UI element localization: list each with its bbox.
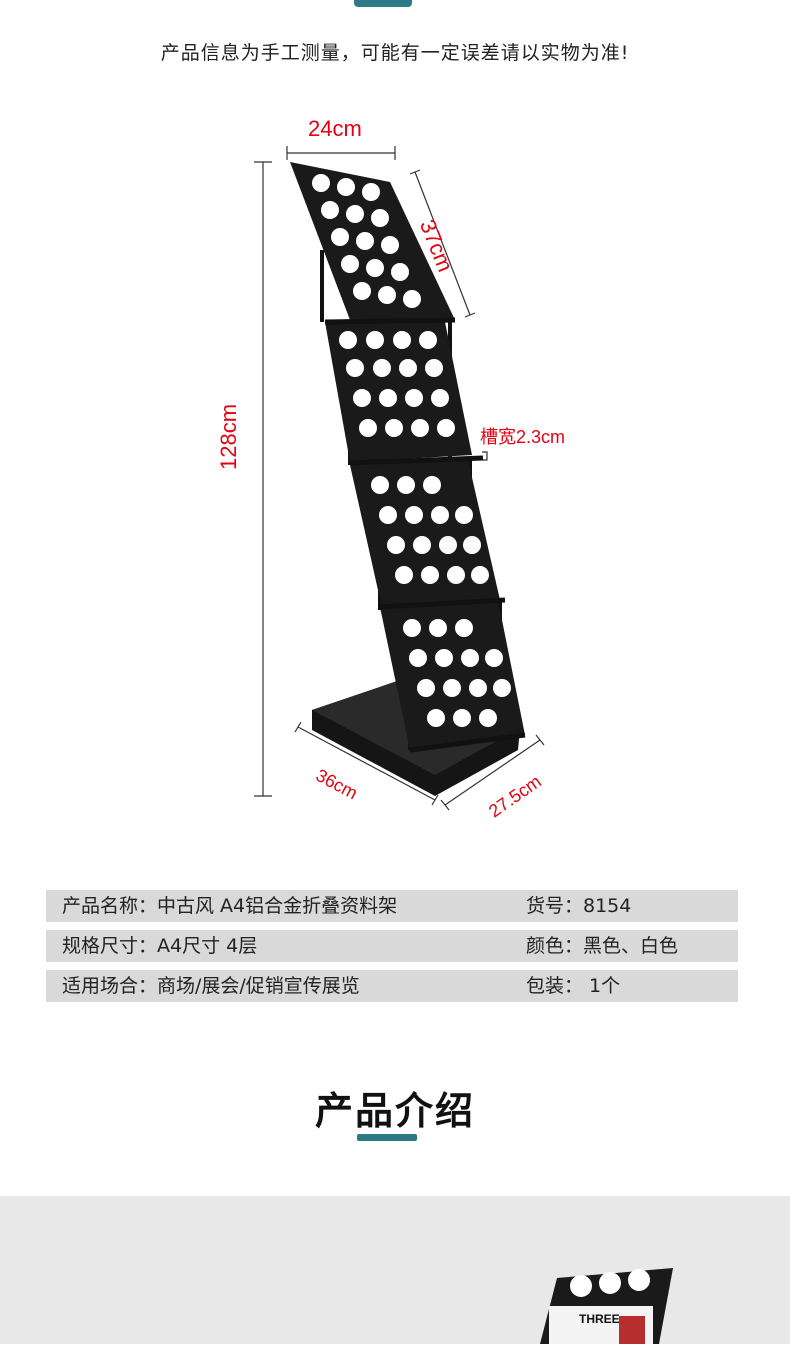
spec-item-number: 货号：8154 [526,895,632,917]
spec-table: 产品名称：中古风 A4铝合金折叠资料架 货号：8154 规格尺寸：A4尺寸 4层… [46,890,738,1010]
spec-usage: 适用场合：商场/展会/促销宣传展览 [62,975,360,997]
spec-row: 产品名称：中古风 A4铝合金折叠资料架 货号：8154 [46,890,738,922]
spec-row: 适用场合：商场/展会/促销宣传展览 包装： 1个 [46,970,738,1002]
spec-product-name: 产品名称：中古风 A4铝合金折叠资料架 [62,895,398,917]
spec-row: 规格尺寸：A4尺寸 4层 颜色：黑色、白色 [46,930,738,962]
rack-drawing [254,146,545,811]
shelf-lips [324,317,526,753]
spec-packaging: 包装： 1个 [526,975,621,997]
dimension-slot-width-label: 槽宽2.3cm [480,427,566,447]
product-intro-image: THREE [535,1268,685,1344]
spec-color: 颜色：黑色、白色 [526,935,679,957]
dimension-width-label: 24cm [308,116,362,141]
section-underline [357,1134,417,1141]
measurement-notice: 产品信息为手工测量，可能有一定误差请以实物为准! [160,42,630,64]
top-accent-bar [354,0,412,7]
product-figure: 24cm 37cm 128cm 槽宽2.3cm 36cm 27.5cm [200,110,620,830]
spec-size: 规格尺寸：A4尺寸 4层 [62,935,258,957]
dimension-height-label: 128cm [216,403,241,470]
panel-holes [312,174,511,727]
magazine-cover-text: THREE [579,1312,620,1326]
section-title: 产品介绍 [314,1089,475,1133]
dimension-lines [254,146,545,811]
